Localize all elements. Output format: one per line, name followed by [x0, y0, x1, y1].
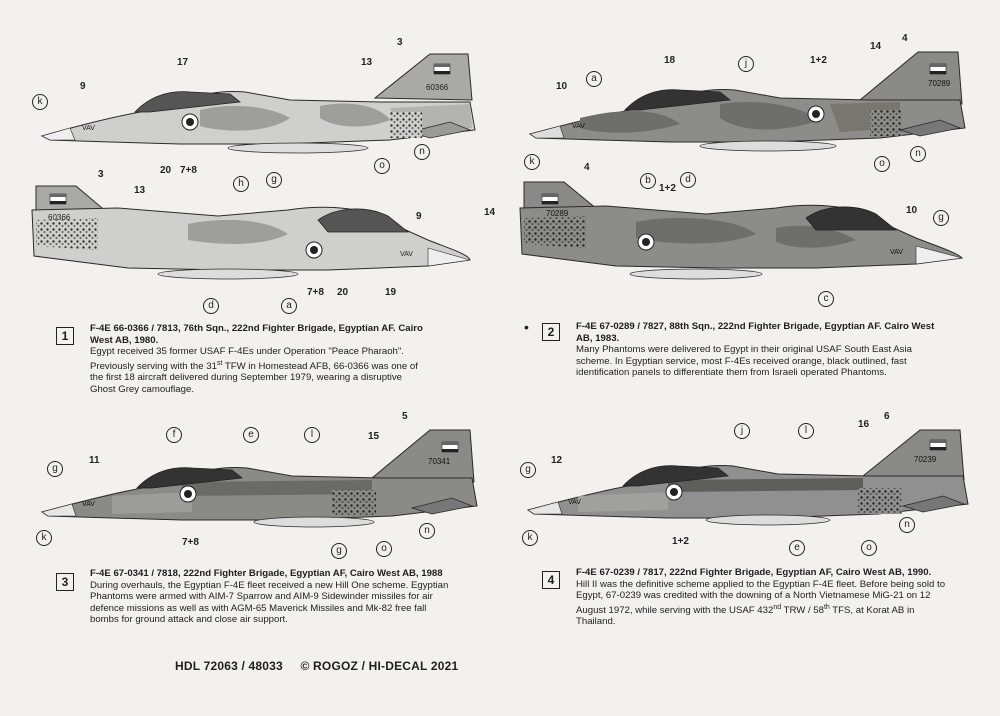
- callout-e-4: e: [789, 540, 805, 556]
- callout-11: 11: [89, 455, 100, 466]
- callout-10: 10: [556, 81, 568, 92]
- profile-number-4: 4: [542, 571, 560, 589]
- profile-2-caption: F-4E 67-0289 / 7827, 88th Sqn., 222nd Fi…: [576, 321, 946, 379]
- tail-serial: 60366: [426, 83, 449, 92]
- callout-o-2: o: [874, 156, 890, 172]
- callout-g-3: g: [47, 461, 63, 477]
- callout-13-lower: 13: [134, 185, 146, 196]
- callout-f: f: [166, 427, 182, 443]
- profile-1-heading: F-4E 66-0366 / 7813, 76th Sqn., 222nd Fi…: [90, 323, 423, 346]
- callout-1-2-lower: 1+2: [659, 183, 676, 194]
- callout-9: 9: [80, 81, 86, 92]
- callout-c: c: [818, 291, 834, 307]
- callout-e: e: [243, 427, 259, 443]
- callout-g-4: g: [520, 462, 536, 478]
- callout-9-lower: 9: [416, 211, 422, 222]
- profile-1-caption: F-4E 66-0366 / 7813, 76th Sqn., 222nd Fi…: [90, 323, 430, 395]
- callout-o-3: o: [376, 541, 392, 557]
- callout-l-4: l: [798, 423, 814, 439]
- profile-2-body: Many Phantoms were delivered to Egypt in…: [576, 344, 912, 378]
- tail-serial-right: 60366: [48, 213, 71, 222]
- profile-2-heading: F-4E 67-0289 / 7827, 88th Sqn., 222nd Fi…: [576, 321, 935, 344]
- profile-number-2: 2: [542, 323, 560, 341]
- callout-19: 19: [385, 287, 397, 298]
- callout-18: 18: [664, 55, 676, 66]
- callout-20-lower: 20: [337, 287, 349, 298]
- callout-3: 3: [397, 37, 403, 48]
- callout-h: h: [233, 176, 249, 192]
- tail-serial-2: 70289: [928, 79, 951, 88]
- profile-3-caption: F-4E 67-0341 / 7818, 222nd Fighter Briga…: [90, 568, 455, 626]
- callout-17: 17: [177, 57, 189, 68]
- nose-code-4: VAV: [568, 499, 581, 506]
- tail-serial-3: 70341: [428, 457, 451, 466]
- profile-4-body: Hill II was the definitive scheme applie…: [576, 578, 946, 628]
- product-code: HDL 72063 / 48033: [175, 659, 283, 673]
- profile-1-side-view-right: 60366 VAV: [28, 180, 473, 290]
- nose-code: VAV: [82, 125, 95, 132]
- callout-3-lower: 3: [98, 169, 104, 180]
- callout-15: 15: [368, 431, 380, 442]
- callout-a-2: a: [586, 71, 602, 87]
- callout-13: 13: [361, 57, 373, 68]
- callout-12: 12: [551, 455, 563, 466]
- callout-1-2: 1+2: [810, 55, 827, 66]
- profile-4-caption: F-4E 67-0239 / 7817, 222nd Fighter Briga…: [576, 567, 946, 628]
- callout-g-3b: g: [331, 543, 347, 559]
- callout-j: j: [738, 56, 754, 72]
- callout-k-2: k: [524, 154, 540, 170]
- callout-10-lower: 10: [906, 205, 918, 216]
- sheet-footer: HDL 72063 / 48033 © ROGOZ / HI-DECAL 202…: [175, 659, 472, 673]
- profile-1-body: Egypt received 35 former USAF F-4Es unde…: [90, 346, 418, 395]
- nose-code-2-right: VAV: [890, 249, 903, 256]
- callout-14-lower: 14: [484, 207, 496, 218]
- callout-k-3: k: [36, 530, 52, 546]
- profile-3-heading: F-4E 67-0341 / 7818, 222nd Fighter Briga…: [90, 568, 443, 579]
- profile-2-side-view-left: 70289 VAV: [520, 44, 970, 164]
- tail-serial-2-right: 70289: [546, 209, 569, 218]
- callout-a: a: [281, 298, 297, 314]
- callout-o: o: [374, 158, 390, 174]
- nose-code-3: VAV: [82, 501, 95, 508]
- callout-l: l: [304, 427, 320, 443]
- callout-n-4: n: [899, 517, 915, 533]
- callout-n-2: n: [910, 146, 926, 162]
- profile-number-1: 1: [56, 327, 74, 345]
- profile-2-side-view-right: 70289 VAV: [516, 178, 966, 288]
- callout-16: 16: [858, 419, 870, 430]
- profile-number-3: 3: [56, 573, 74, 591]
- callout-14: 14: [870, 41, 882, 52]
- profile-3-body: During overhauls, the Egyptian F-4E flee…: [90, 579, 449, 626]
- profile-3-side-view: 70341 VAV: [32, 420, 482, 540]
- callout-n: n: [414, 144, 430, 160]
- callout-7-8-p3: 7+8: [182, 537, 199, 548]
- nose-code-right: VAV: [400, 251, 413, 258]
- callout-j-4: j: [734, 423, 750, 439]
- callout-4-lower: 4: [584, 162, 590, 173]
- callout-7-8-lower: 7+8: [307, 287, 324, 298]
- callout-5: 5: [402, 411, 408, 422]
- callout-1-2-p4: 1+2: [672, 536, 689, 547]
- callout-k-4: k: [522, 530, 538, 546]
- callout-o-4: o: [861, 540, 877, 556]
- nose-code-2: VAV: [572, 123, 585, 130]
- callout-7-8: 7+8: [180, 165, 197, 176]
- tail-serial-4: 70239: [914, 455, 937, 464]
- profile-4-side-view: 70239 VAV: [518, 418, 973, 538]
- profile-1-side-view-left: 60366 VAV: [30, 40, 480, 160]
- callout-g: g: [266, 172, 282, 188]
- callout-g-2: g: [933, 210, 949, 226]
- callout-d: d: [203, 298, 219, 314]
- bullet-dot: •: [524, 319, 529, 335]
- callout-n-3: n: [419, 523, 435, 539]
- profile-4-heading: F-4E 67-0239 / 7817, 222nd Fighter Briga…: [576, 567, 932, 578]
- callout-d-2: d: [680, 172, 696, 188]
- callout-20: 20: [160, 165, 172, 176]
- copyright-line: © ROGOZ / HI-DECAL 2021: [300, 659, 459, 673]
- callout-b: b: [640, 173, 656, 189]
- callout-k: k: [32, 94, 48, 110]
- callout-4: 4: [902, 33, 908, 44]
- callout-6: 6: [884, 411, 890, 422]
